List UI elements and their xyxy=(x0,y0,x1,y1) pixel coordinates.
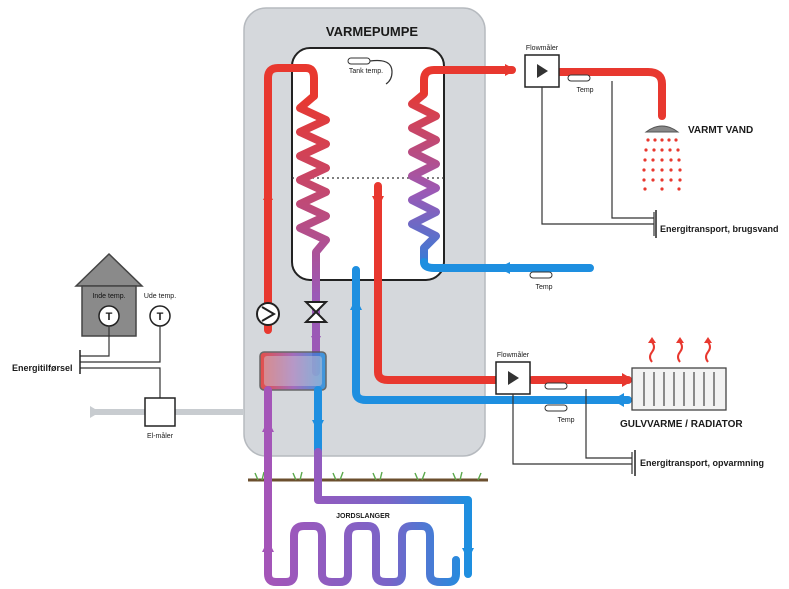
tank-temp-sensor xyxy=(347,57,393,85)
flow-arrow xyxy=(262,420,274,432)
flow-arrow xyxy=(263,190,273,200)
grass-icon xyxy=(254,471,482,481)
energy-supply-label: Energitilførsel xyxy=(12,363,73,373)
flow-meter-icon xyxy=(495,361,531,395)
flow-meter-top-label: Flowmåler xyxy=(526,44,559,52)
ground-loops xyxy=(264,448,472,586)
energy-wire-hot-water xyxy=(541,81,655,236)
sensor-letter-indoor: T xyxy=(106,311,113,323)
indoor-temp-label: Inde temp. xyxy=(92,293,125,300)
temp-return-label: Temp xyxy=(535,284,552,291)
temp-top-label: Temp xyxy=(576,87,593,94)
radiator-icon xyxy=(631,337,727,411)
sensor-letter-outdoor: T xyxy=(157,311,164,323)
outdoor-temp-label: Ude temp. xyxy=(144,293,176,300)
power-arrow xyxy=(90,406,100,418)
radiator-label: GULVVARME / RADIATOR xyxy=(620,419,743,430)
energy-hot-water-label: Energitransport, brugsvand xyxy=(660,224,779,234)
ground-loops-label: JORDSLANGER xyxy=(336,513,390,520)
flow-arrow xyxy=(498,262,510,274)
compressor-inner xyxy=(264,356,322,386)
flow-meter-bottom-label: Flowmåler xyxy=(497,351,530,359)
energy-heating-label: Energitransport, opvarmning xyxy=(640,458,764,468)
hot-water-coil xyxy=(408,84,440,266)
heating-return-pipe xyxy=(352,266,632,404)
power-meter-icon xyxy=(144,397,176,427)
tank-temp-label: Tank temp. xyxy=(349,68,383,75)
cold-water-return-pipe xyxy=(420,258,594,272)
flow-arrow xyxy=(612,393,624,407)
heating-supply-pipe xyxy=(374,182,500,384)
thermometer-icon xyxy=(529,271,553,279)
pump-icon xyxy=(256,302,280,326)
flow-arrow xyxy=(622,373,634,387)
energy-supply-wire xyxy=(80,326,161,398)
hot-gas-pipe xyxy=(264,64,318,334)
thermometer-icon xyxy=(567,74,591,82)
flow-arrow xyxy=(262,540,274,552)
flow-arrow xyxy=(311,336,321,346)
hot-water-supply-pipe xyxy=(554,68,666,120)
storage-tank xyxy=(291,47,445,281)
power-meter-label: El-måler xyxy=(147,432,174,440)
shower-icon xyxy=(642,125,682,191)
condenser-coil-left xyxy=(296,92,330,300)
flow-arrow xyxy=(462,548,474,560)
flow-arrow xyxy=(350,298,362,310)
flow-meter-icon xyxy=(524,54,560,88)
temp-bottom-label: Temp xyxy=(557,417,574,424)
flow-arrow xyxy=(312,420,324,432)
expansion-valve-icon xyxy=(303,301,329,323)
hot-water-label: VARMT VAND xyxy=(688,125,753,136)
hot-water-out-pipe xyxy=(420,66,516,96)
heat-pump-title: VARMEPUMPE xyxy=(326,24,419,39)
flow-arrow xyxy=(372,196,384,208)
compressor-icon xyxy=(259,351,327,391)
thermometer-icon xyxy=(544,382,568,412)
flow-arrow xyxy=(505,64,516,76)
energy-wire-heating xyxy=(512,389,633,474)
